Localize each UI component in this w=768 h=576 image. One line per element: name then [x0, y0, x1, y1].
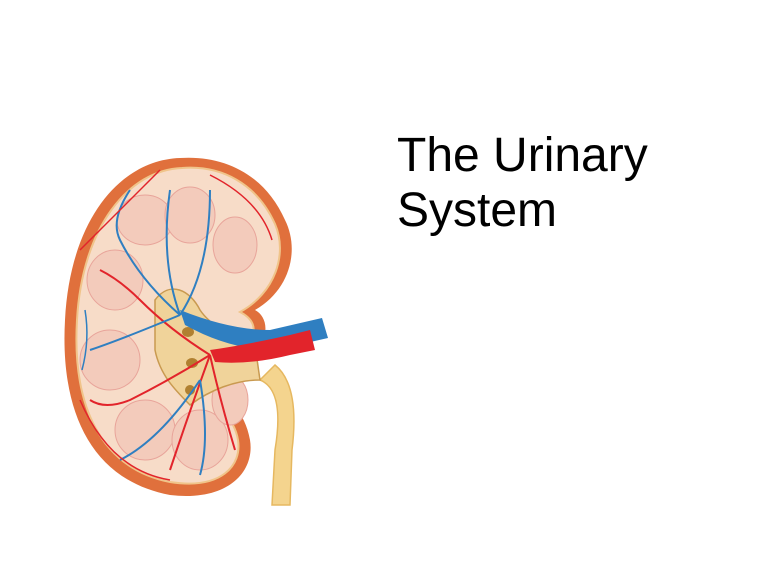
- title-line-2: System: [397, 184, 558, 237]
- title-line-1: The Urinary: [397, 129, 648, 182]
- kidney-illustration: [64, 157, 328, 506]
- slide-title: The Urinary System: [397, 128, 737, 238]
